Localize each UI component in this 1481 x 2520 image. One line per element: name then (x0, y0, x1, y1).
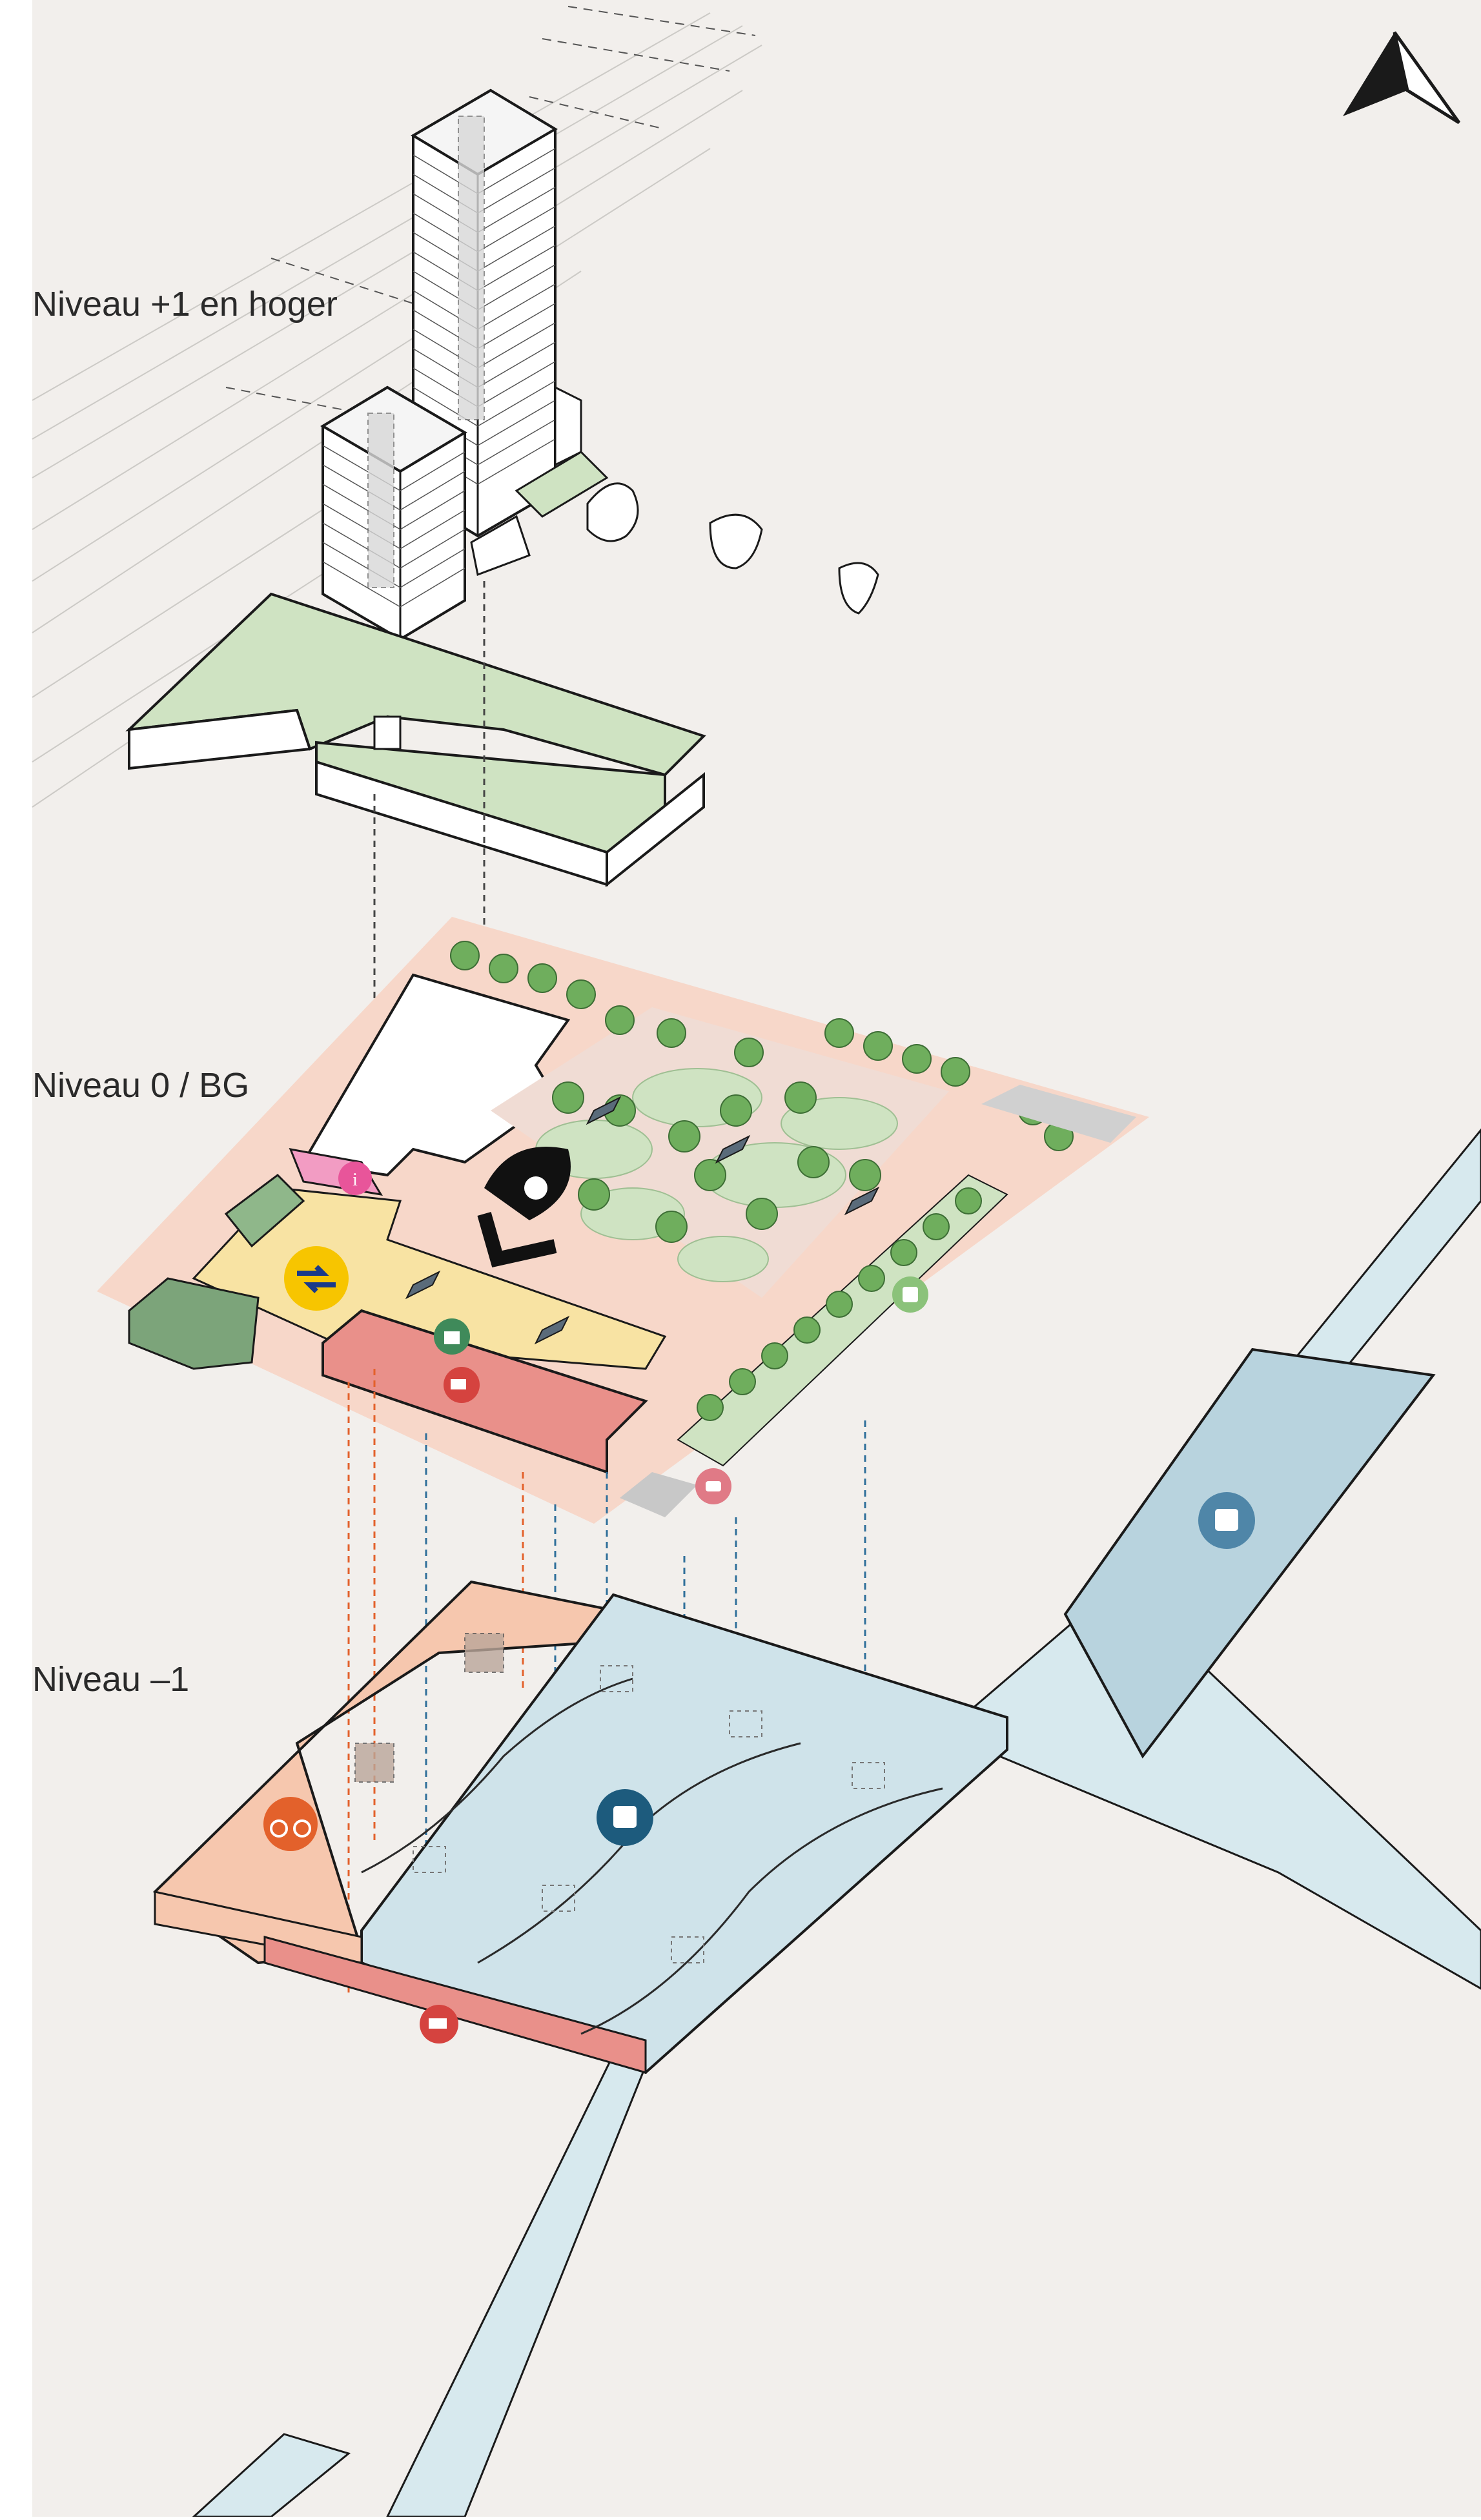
taxi-icon (695, 1468, 731, 1504)
ns-train-icon (284, 1246, 349, 1311)
bus-icon (892, 1276, 928, 1313)
north-arrow-icon (1343, 31, 1461, 125)
level-label-upper: Niveau +1 en hoger (32, 285, 338, 323)
level-ground-plan (97, 917, 1149, 1524)
underground-structures (413, 1665, 885, 1963)
bicycle-icon (263, 1797, 318, 1851)
delivery-truck-icon-lower (420, 2005, 458, 2044)
landmark-eye-logo (477, 1147, 571, 1267)
info-icon: i (338, 1162, 372, 1195)
delivery-truck-icon (444, 1367, 480, 1403)
level-upper-buildings (125, 88, 706, 888)
stair-markers (405, 1096, 880, 1345)
svg-text:i: i (352, 1170, 358, 1190)
dashed-track-lines (225, 6, 756, 414)
shopping-bag-icon (434, 1318, 470, 1355)
pebble-elements (586, 482, 879, 615)
level-minus-plan (152, 1128, 1481, 2518)
bus-platform-trees (697, 1187, 982, 1421)
level-label-ground: Niveau 0 / BG (32, 1066, 250, 1105)
ghost-boxes (354, 1633, 504, 1783)
level-label-minus: Niveau –1 (32, 1660, 190, 1699)
bus-station-icon (597, 1789, 653, 1846)
underpass-bus-icon (1198, 1492, 1255, 1549)
